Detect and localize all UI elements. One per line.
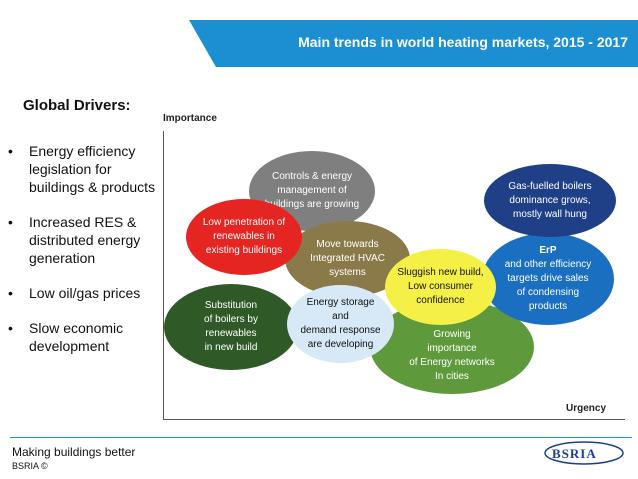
driver-item: • Energy efficiency legislation for build… <box>8 142 158 196</box>
driver-text: Energy efficiency legislation for buildi… <box>29 143 156 195</box>
bubble-sluggish-new-build: Sluggish new build, Low consumer confide… <box>385 249 496 325</box>
x-axis-line <box>163 419 625 420</box>
footer-tagline: Making buildings better <box>12 445 136 459</box>
driver-item: • Slow economic development <box>8 319 158 355</box>
bubble-text: Controls & energy management of building… <box>264 171 360 210</box>
bubble-energy-storage: Energy storage and demand response are d… <box>287 285 394 363</box>
bubble-text: Growing importance of Energy networks In… <box>409 329 495 382</box>
driver-text: Low oil/gas prices <box>29 285 141 301</box>
bubble-text: Move towards Integrated HVAC systems <box>310 239 385 278</box>
bsria-logo-icon <box>544 441 624 465</box>
bubble-erp: ErP and other efficiency targets drive s… <box>482 233 614 325</box>
bubble-text: Energy storage and demand response are d… <box>300 297 381 350</box>
driver-item: • Low oil/gas prices <box>8 284 158 302</box>
bubble-text: Sluggish new build, Low consumer confide… <box>397 267 484 306</box>
bubble-text: and other efficiency targets drive sales… <box>504 259 592 312</box>
driver-text: Increased RES & distributed energy gener… <box>29 214 141 266</box>
bubble-text: Substitution of boilers by renewables in… <box>204 300 258 353</box>
drivers-heading: Global Drivers: <box>23 97 131 114</box>
bubble-gas-fuelled-boilers: Gas-fuelled boilers dominance grows, mos… <box>484 164 616 237</box>
bubble-text: Low penetration of renewables in existin… <box>202 217 286 256</box>
bullet-icon: • <box>8 285 13 301</box>
footer-divider <box>10 437 632 438</box>
driver-text: Slow economic development <box>29 320 124 354</box>
bsria-logo-text: BSRIA <box>552 446 597 461</box>
y-axis-label: Importance <box>163 113 217 124</box>
footer-copyright: BSRIA © <box>12 461 48 471</box>
drivers-list: • Energy efficiency legislation for build… <box>8 142 158 372</box>
erp-title: ErP <box>539 245 557 256</box>
bubble-text: Gas-fuelled boilers dominance grows, mos… <box>508 180 592 220</box>
bubble-substitution-of-boilers: Substitution of boilers by renewables in… <box>164 284 298 370</box>
title-banner <box>189 20 638 67</box>
banner-title: Main trends in world heating markets, 20… <box>298 34 628 50</box>
bullet-icon: • <box>8 214 13 230</box>
driver-item: • Increased RES & distributed energy gene… <box>8 213 158 267</box>
x-axis-label: Urgency <box>566 403 607 414</box>
bubble-low-penetration-renewables: Low penetration of renewables in existin… <box>186 199 302 275</box>
y-axis-line <box>163 131 164 419</box>
bullet-icon: • <box>8 320 13 336</box>
bubble-controls-energy-management: Controls & energy management of building… <box>249 151 375 231</box>
bullet-icon: • <box>8 143 13 159</box>
